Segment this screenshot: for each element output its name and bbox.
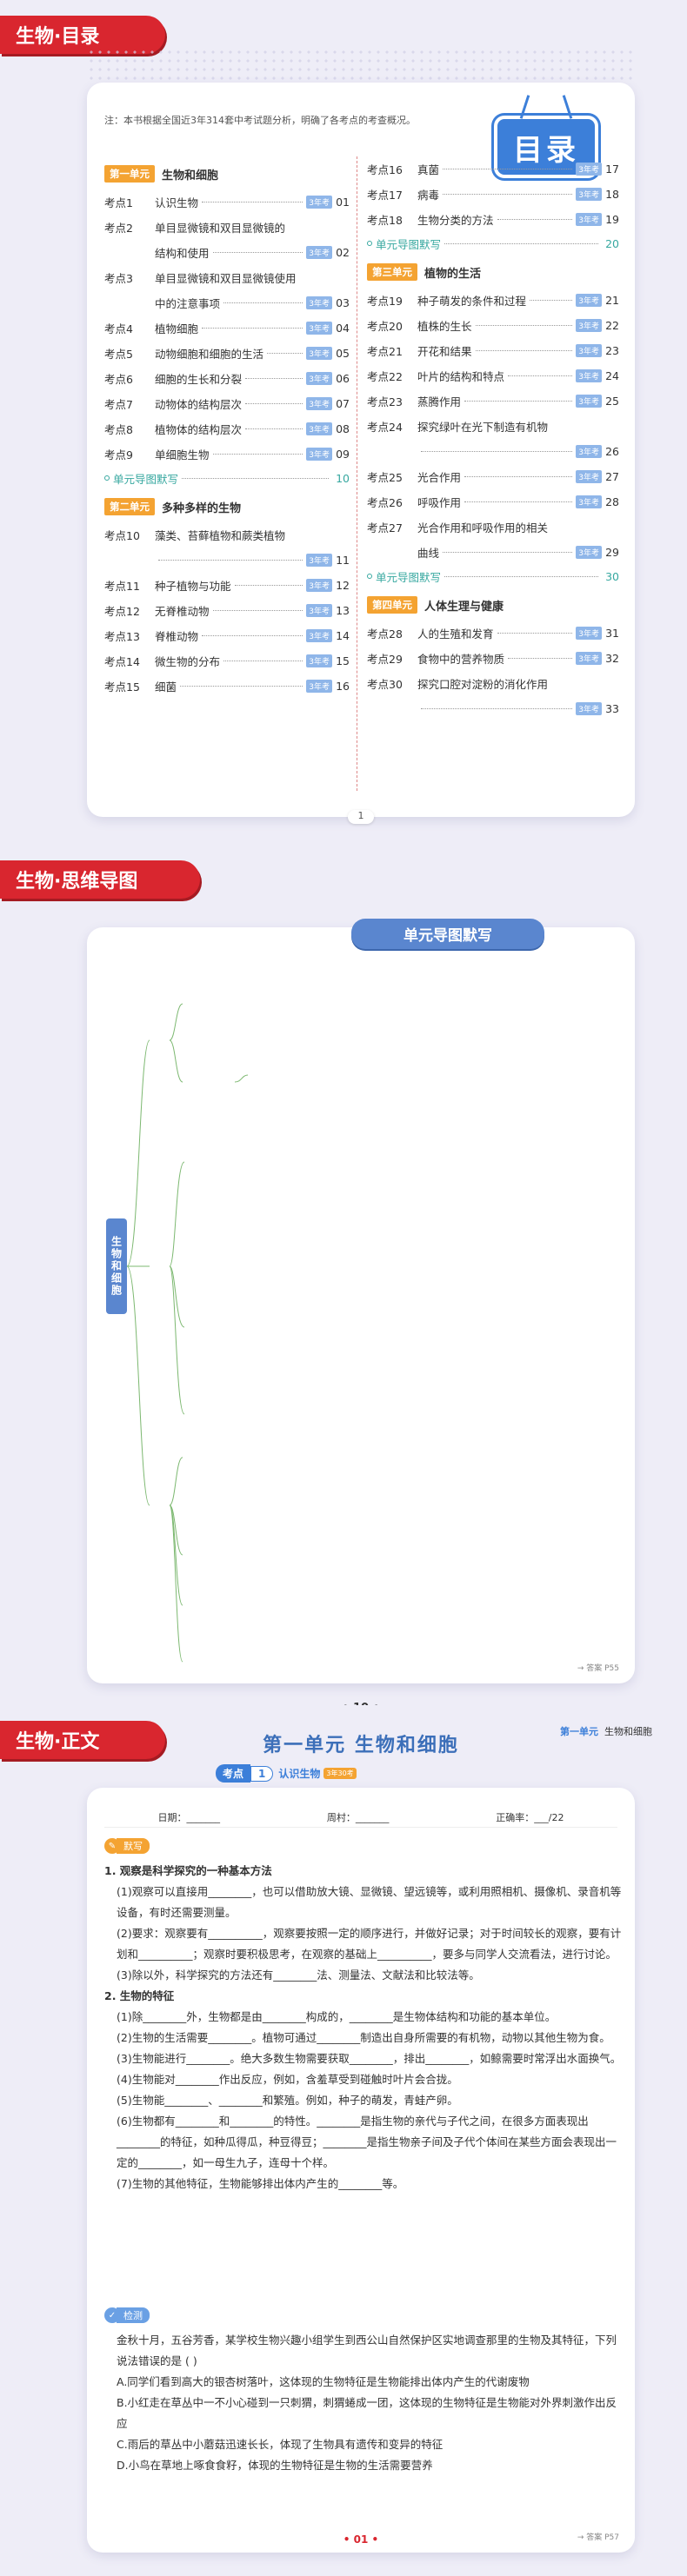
section-tag: 生物·思维导图 [0,860,200,899]
paragraph: (5)生物能________、________和繁殖。例如，种子的萌发，青蛙产卵… [117,2094,458,2107]
question-heading: 1. 观察是科学探究的一种基本方法 [104,1864,272,1877]
mindmap-card: 单元导图默写 生物和细胞 → 答案 P55 • 10 • [87,919,635,1715]
paragraph: (1)除________外，生物都是由________构成的，________是… [117,2010,557,2023]
unit-header: 第三单元植物的生活 [367,263,619,281]
unit-header: 第四单元人体生理与健康 [367,596,619,614]
mindmap-lines [126,1003,249,1663]
test-text: 金秋十月，五谷芳香，某学校生物兴趣小组学生到西公山自然保护区实地调查那里的生物及… [104,2330,622,2476]
paragraph: (2)生物的生活需要________。植物可通过________制造出自身所需要… [117,2031,610,2044]
meta-row: 日期：_______周村：_______正确率：___/22 [104,1807,617,1828]
toc-page: 生物·目录 目录 注：本书根据全国近3年314套中考试题分析，明确了各考点的考查… [0,0,687,845]
section-header-recite: ✎默写 [104,1838,150,1854]
paragraph: (4)生物能对________作出反应，例如，含羞草受到碰触时叶片会合拢。 [117,2073,458,2086]
paragraph: C.雨后的草丛中小蘑菇迅速长长，体现了生物具有遗传和变异的特征 [117,2438,444,2451]
paragraph: (3)除以外，科学探究的方法还有________法、测量法、文献法和比较法等。 [117,1969,480,1982]
mindmap-title: 单元导图默写 [351,919,544,949]
paragraph: (6)生物都有________和________的特性。________是指生物… [117,2115,617,2169]
answer-ref: → 答案 P57 [577,2533,619,2542]
toc-note: 注：本书根据全国近3年314套中考试题分析，明确了各考点的考查概况。 [104,115,416,126]
recite-text: 1. 观察是科学探究的一种基本方法 (1)观察可以直接用________，也可以借… [104,1861,622,2194]
circle-icon [104,475,110,481]
paragraph: 金秋十月，五谷芳香，某学校生物兴趣小组学生到西公山自然保护区实地调查那里的生物及… [117,2334,617,2367]
check-icon: ✓ [104,2307,120,2323]
mindmap-root: 生物和细胞 [106,1218,127,1314]
body-card: 日期：_______周村：_______正确率：___/22 ✎默写 1. 观察… [87,1788,635,2553]
pen-icon: ✎ [104,1838,120,1854]
dot-pattern [87,48,635,83]
page-number: • 01 • [343,2533,379,2546]
paragraph: (1)观察可以直接用________，也可以借助放大镜、显微镜、望远镜等，或利用… [117,1885,622,1919]
answer-ref: → 答案 P55 [577,1664,619,1673]
circle-icon [367,241,372,246]
running-header: 第一单元 生物和细胞 [560,1726,652,1737]
unit-title: 第一单元 生物和细胞 [263,1735,459,1756]
section-tag: 生物·正文 [0,1721,165,1759]
paragraph: D.小鸟在草地上啄食食籽，体现的生物特征是生物的生活需要营养 [117,2459,433,2472]
toc-card: 目录 注：本书根据全国近3年314套中考试题分析，明确了各考点的考查概况。 第一… [87,83,635,824]
circle-icon [367,574,372,579]
section-header-test: ✓检测 [104,2307,150,2323]
page-number: 1 [348,810,374,824]
question-heading: 2. 生物的特征 [104,1989,175,2002]
mindmap: 生物和细胞 [87,927,635,1683]
paragraph: (7)生物的其他特征，生物能够排出体内产生的________等。 [117,2177,404,2190]
paragraph: (2)要求：观察要有__________，观察要按照一定的顺序进行，并做好记录；… [117,1927,622,1961]
mindmap-page: 生物·思维导图 单元导图默写 生物和细胞 → 答案 P55 [0,845,687,1715]
paragraph: (3)生物能进行________。绝大多数生物需要获取________，排出__… [117,2052,622,2065]
paragraph: A.同学们看到高大的银杏树落叶，这体现的生物特征是生物能排出体内产生的代谢废物 [117,2375,530,2388]
paragraph: B.小红走在草丛中一不小心碰到一只刺猬，刺猬蜷成一团，这体现的生物特征是生物能对… [117,2396,617,2430]
unit-header: 第二单元多种多样的生物 [104,498,350,515]
unit-header: 第一单元生物和细胞 [104,165,350,183]
section-tag: 生物·目录 [0,16,165,54]
